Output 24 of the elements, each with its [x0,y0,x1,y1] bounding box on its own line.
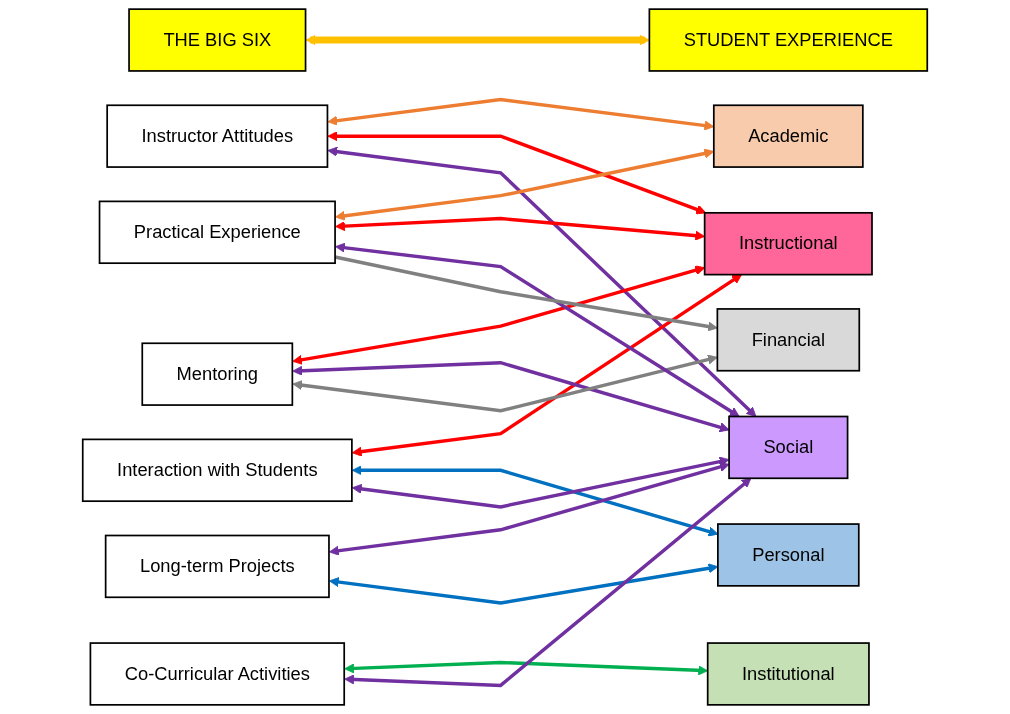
node-box: Co-Curricular Activities [89,642,346,706]
arrow [292,361,730,433]
node-box: Interaction with Students [81,438,353,503]
arrow [344,477,752,688]
node-box: Social [728,415,849,480]
node-box: Long-term Projects [104,534,330,599]
arrow [305,35,650,46]
node-box: Instructor Attitudes [106,104,329,168]
node-box: Mentoring [141,342,294,406]
arrow [351,274,742,457]
arrow [327,146,757,417]
node-box: Academic [712,104,864,168]
node-box: Practical Experience [98,200,336,265]
node-box: Personal [717,523,860,587]
node-box: Instructional [703,211,873,276]
node-box: Financial [716,308,861,372]
arrow [335,242,740,417]
arrow [292,354,718,413]
arrow [328,462,730,556]
node-box: Institutional [706,642,870,706]
arrow [327,131,707,215]
arrow [351,456,730,509]
node-box: STUDENT EXPERIENCE [648,8,929,72]
node-box: THE BIG SIX [128,8,307,72]
